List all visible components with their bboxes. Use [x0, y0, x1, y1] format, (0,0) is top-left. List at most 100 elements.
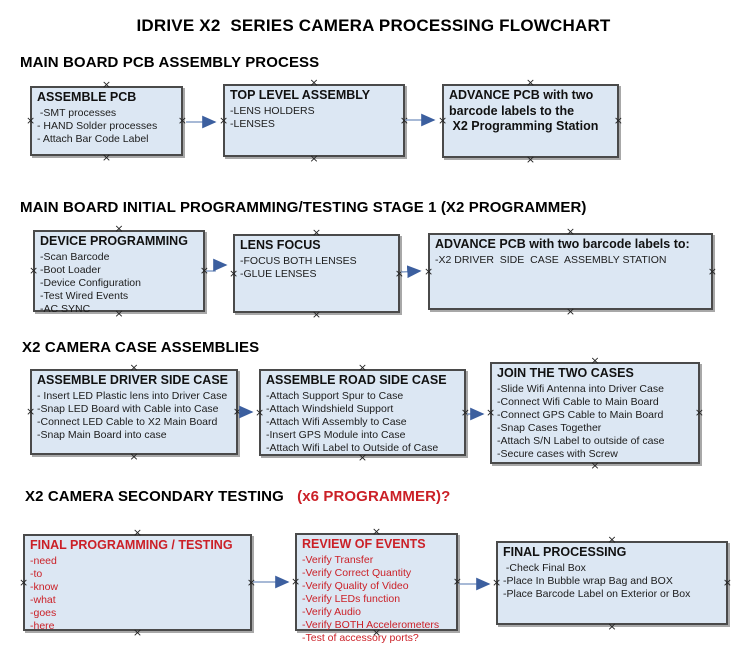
box-item: -what — [30, 593, 56, 606]
connection-point-icon — [461, 409, 470, 417]
connection-point-icon — [114, 310, 123, 318]
connection-point-icon — [26, 117, 35, 125]
box-items: -SMT processes- HAND Solder processes- A… — [37, 107, 177, 146]
box-item: -AC SYNC — [40, 302, 91, 315]
connection-point-icon — [590, 462, 599, 470]
box-items: -FOCUS BOTH LENSES-GLUE LENSES — [240, 255, 394, 281]
connection-point-icon — [291, 578, 300, 586]
box-item: -goes — [30, 606, 57, 619]
box-assemble-pcb: ASSEMBLE PCB -SMT processes- HAND Solder… — [30, 86, 183, 156]
box-item: -LENS HOLDERS — [230, 104, 315, 117]
secondary-testing-black-text: X2 CAMERA SECONDARY TESTING — [25, 488, 289, 505]
box-items: -LENS HOLDERS-LENSES — [230, 105, 399, 131]
box-item: -Verify Audio — [302, 605, 361, 618]
connection-point-icon — [309, 79, 318, 87]
connection-point-icon — [695, 409, 704, 417]
connection-point-icon — [19, 579, 28, 587]
connection-point-icon — [372, 528, 381, 536]
section-heading-pcb-assembly: MAIN BOARD PCB ASSEMBLY PROCESS — [20, 54, 320, 71]
connection-point-icon — [358, 364, 367, 372]
connection-point-icon — [255, 409, 264, 417]
connection-point-icon — [723, 579, 732, 587]
box-item: - HAND Solder processes — [37, 119, 158, 132]
box-item: -SMT processes — [37, 106, 117, 119]
box-items: - Insert LED Plastic lens into Driver Ca… — [37, 390, 232, 442]
secondary-testing-red-text: (x6 PROGRAMMER)? — [297, 488, 451, 505]
connection-point-icon — [133, 529, 142, 537]
box-item: -to — [30, 567, 43, 580]
section-heading-secondary-testing: X2 CAMERA SECONDARY TESTING (x6 PROGRAMM… — [25, 488, 450, 505]
arrow-device-programming-to-lens-focus — [206, 258, 228, 272]
connection-point-icon — [229, 270, 238, 278]
connection-point-icon — [566, 308, 575, 316]
box-item: -Attach Windshield Support — [266, 402, 394, 415]
box-assemble-driver-side-case: ASSEMBLE DRIVER SIDE CASE - Insert LED P… — [30, 369, 238, 455]
box-item: -Snap LED Board with Cable into Case — [37, 402, 219, 415]
connection-point-icon — [178, 117, 187, 125]
connection-point-icon — [492, 579, 501, 587]
box-item: -Attach S/N Label to outside of case — [497, 434, 665, 447]
box-item: -Attach Wifi Label to Outside of Case — [266, 441, 439, 454]
connection-point-icon — [372, 629, 381, 637]
box-item: -Boot Loader — [40, 263, 101, 276]
connection-point-icon — [29, 267, 38, 275]
connection-point-icon — [438, 117, 447, 125]
connection-point-icon — [26, 408, 35, 416]
box-item: -here — [30, 619, 55, 632]
box-items: -Scan Barcode-Boot Loader-Device Configu… — [40, 251, 199, 316]
box-item: -GLUE LENSES — [240, 267, 317, 280]
connection-point-icon — [590, 357, 599, 365]
box-title: ASSEMBLE PCB — [37, 90, 137, 104]
box-item: -Connect LED Cable to X2 Main Board — [37, 415, 218, 428]
connection-point-icon — [708, 268, 717, 276]
connection-point-icon — [486, 409, 495, 417]
box-item: -Verify Correct Quantity — [302, 566, 412, 579]
connection-point-icon — [312, 229, 321, 237]
box-item: -X2 DRIVER SIDE CASE ASSEMBLY STATION — [435, 253, 667, 266]
box-item: -Place In Bubble wrap Bag and BOX — [503, 574, 673, 587]
connection-point-icon — [114, 225, 123, 233]
box-final-processing: FINAL PROCESSING -Check Final Box-Place … — [496, 541, 728, 625]
box-items: -Check Final Box-Place In Bubble wrap Ba… — [503, 562, 722, 601]
connection-point-icon — [614, 117, 623, 125]
box-title: JOIN THE TWO CASES — [497, 366, 634, 380]
connection-point-icon — [129, 364, 138, 372]
connection-point-icon — [526, 156, 535, 164]
connection-point-icon — [607, 623, 616, 631]
connection-point-icon — [129, 453, 138, 461]
connection-point-icon — [400, 117, 409, 125]
box-join-the-two-cases: JOIN THE TWO CASES -Slide Wifi Antenna i… — [490, 362, 700, 464]
box-item: -know — [30, 580, 59, 593]
connection-point-icon — [233, 408, 242, 416]
box-item: -FOCUS BOTH LENSES — [240, 254, 357, 267]
box-item: -Attach Wifi Assembly to Case — [266, 415, 407, 428]
box-item: -need — [30, 554, 57, 567]
box-title: REVIEW OF EVENTS — [302, 537, 426, 551]
box-item: -Slide Wifi Antenna into Driver Case — [497, 382, 664, 395]
box-item: -Scan Barcode — [40, 250, 110, 263]
connection-point-icon — [247, 579, 256, 587]
connection-point-icon — [102, 154, 111, 162]
box-title: FINAL PROGRAMMING / TESTING — [30, 538, 233, 552]
box-item: -Snap Cases Together — [497, 421, 602, 434]
box-title: LENS FOCUS — [240, 238, 321, 252]
box-item: -Device Configuration — [40, 276, 141, 289]
connection-point-icon — [453, 578, 462, 586]
box-items: -X2 DRIVER SIDE CASE ASSEMBLY STATION — [435, 254, 707, 267]
box-item: -Verify Quality of Video — [302, 579, 409, 592]
connection-point-icon — [607, 536, 616, 544]
box-device-programming: DEVICE PROGRAMMING -Scan Barcode-Boot Lo… — [33, 230, 205, 315]
section-heading-initial-programming: MAIN BOARD INITIAL PROGRAMMING/TESTING S… — [20, 199, 587, 216]
box-item: -Connect GPS Cable to Main Board — [497, 408, 664, 421]
box-title: ASSEMBLE DRIVER SIDE CASE — [37, 373, 229, 387]
box-items: -Slide Wifi Antenna into Driver Case -Con… — [497, 383, 694, 461]
connection-point-icon — [526, 79, 535, 87]
connection-point-icon — [566, 228, 575, 236]
box-title: FINAL PROCESSING — [503, 545, 627, 559]
box-item: - Attach Bar Code Label — [37, 132, 149, 145]
connection-point-icon — [133, 629, 142, 637]
connection-point-icon — [309, 155, 318, 163]
box-advance-pcb-programming-station: ADVANCE PCB with two barcode labels to t… — [442, 84, 619, 158]
box-assemble-road-side-case: ASSEMBLE ROAD SIDE CASE -Attach Support … — [259, 369, 466, 456]
